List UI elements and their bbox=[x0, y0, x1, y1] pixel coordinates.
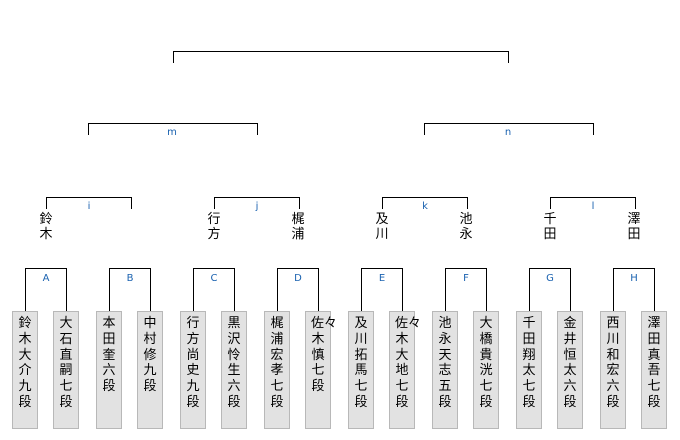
match-label-n: n bbox=[504, 127, 512, 138]
match-label-l: l bbox=[591, 201, 595, 212]
bracket-line bbox=[613, 268, 614, 311]
bracket-line bbox=[234, 268, 235, 311]
player-name: 黒沢怜生六段 bbox=[227, 316, 241, 410]
bracket-line bbox=[570, 268, 571, 311]
bracket-line bbox=[173, 51, 509, 52]
advancer-name: 及川 bbox=[375, 212, 389, 242]
player-name: 千田翔太七段 bbox=[522, 316, 536, 410]
player-box: 大橋貴洸七段 bbox=[473, 311, 499, 429]
match-label-a: A bbox=[42, 273, 50, 284]
player-box: 及川拓馬七段 bbox=[348, 311, 374, 429]
player-box: 千田翔太七段 bbox=[516, 311, 542, 429]
bracket-line bbox=[46, 197, 132, 198]
player-box: 梶浦宏孝七段 bbox=[264, 311, 290, 429]
match-label-j: j bbox=[255, 201, 259, 212]
player-box: 佐々木大地七段 bbox=[389, 311, 422, 429]
bracket-line bbox=[193, 268, 235, 269]
bracket-line bbox=[529, 268, 571, 269]
player-box: 中村 修九段 bbox=[137, 311, 170, 429]
player-box: 行方尚史九段 bbox=[180, 311, 206, 429]
player-box: 金井恒太六段 bbox=[557, 311, 583, 429]
player-name: 梶浦宏孝七段 bbox=[270, 316, 284, 410]
bracket-line bbox=[402, 268, 403, 311]
bracket-line bbox=[109, 268, 110, 311]
advancer-name: 梶浦 bbox=[291, 212, 305, 242]
player-box: 大石直嗣七段 bbox=[53, 311, 79, 429]
bracket-line bbox=[299, 197, 300, 209]
player-box: 佐々木 慎七段 bbox=[305, 311, 338, 429]
player-name: 行方尚史九段 bbox=[186, 316, 200, 410]
bracket-line bbox=[613, 268, 655, 269]
bracket-line bbox=[150, 268, 151, 311]
bracket-line bbox=[109, 268, 151, 269]
bracket-line bbox=[529, 268, 530, 311]
bracket-line bbox=[382, 197, 383, 209]
bracket-line bbox=[445, 268, 446, 311]
bracket-line bbox=[193, 268, 194, 311]
player-name: 西川和宏六段 bbox=[606, 316, 620, 410]
bracket-line bbox=[46, 197, 47, 209]
bracket-line bbox=[214, 197, 300, 198]
match-label-k: k bbox=[422, 201, 428, 212]
player-box: 鈴木大介九段 bbox=[12, 311, 38, 429]
player-name: 大橋貴洸七段 bbox=[479, 316, 493, 410]
bracket-line bbox=[550, 197, 551, 209]
advancer-name: 千田 bbox=[543, 212, 557, 242]
bracket-line bbox=[88, 123, 258, 124]
bracket-line bbox=[25, 268, 67, 269]
bracket-line bbox=[66, 268, 67, 311]
match-label-b: B bbox=[126, 273, 134, 284]
bracket-line bbox=[318, 268, 319, 311]
match-label-f: F bbox=[463, 273, 469, 284]
bracket-line bbox=[88, 123, 89, 135]
player-name: 金井恒太六段 bbox=[563, 316, 577, 410]
match-label-c: C bbox=[210, 273, 218, 284]
player-name: 本田 奎六段 bbox=[102, 316, 129, 395]
player-name: 澤田真吾七段 bbox=[647, 316, 661, 410]
bracket-line bbox=[635, 197, 636, 209]
player-name: 池永天志五段 bbox=[438, 316, 452, 410]
match-label-m: m bbox=[167, 127, 177, 138]
bracket-line bbox=[361, 268, 362, 311]
bracket-line bbox=[424, 123, 425, 135]
bracket-line bbox=[214, 197, 215, 209]
bracket-line bbox=[361, 268, 403, 269]
bracket-line bbox=[486, 268, 487, 311]
bracket-line bbox=[445, 268, 487, 269]
player-box: 西川和宏六段 bbox=[600, 311, 626, 429]
bracket-line bbox=[25, 268, 26, 311]
player-name: 佐々木大地七段 bbox=[395, 316, 422, 410]
bracket-line bbox=[593, 123, 594, 135]
bracket-line bbox=[424, 123, 594, 124]
advancer-name: 池永 bbox=[459, 212, 473, 242]
bracket-line bbox=[508, 51, 509, 63]
bracket-line bbox=[277, 268, 278, 311]
bracket-line bbox=[550, 197, 636, 198]
player-name: 及川拓馬七段 bbox=[354, 316, 368, 410]
match-label-g: G bbox=[546, 273, 554, 284]
advancer-name: 行方 bbox=[207, 212, 221, 242]
player-box: 池永天志五段 bbox=[432, 311, 458, 429]
bracket-line bbox=[467, 197, 468, 209]
match-label-i: i bbox=[87, 201, 91, 212]
player-name: 大石直嗣七段 bbox=[59, 316, 73, 410]
bracket-line bbox=[173, 51, 174, 63]
bracket-line bbox=[382, 197, 468, 198]
match-label-d: D bbox=[294, 273, 302, 284]
player-name: 鈴木大介九段 bbox=[18, 316, 32, 410]
player-name: 佐々木 慎七段 bbox=[311, 316, 338, 395]
player-box: 黒沢怜生六段 bbox=[221, 311, 247, 429]
match-label-e: E bbox=[378, 273, 386, 284]
bracket-line bbox=[131, 197, 132, 209]
bracket-line bbox=[257, 123, 258, 135]
advancer-name: 澤田 bbox=[627, 212, 641, 242]
advancer-name: 鈴木 bbox=[39, 212, 53, 242]
player-name: 中村 修九段 bbox=[143, 316, 170, 395]
player-box: 澤田真吾七段 bbox=[641, 311, 667, 429]
match-label-h: H bbox=[630, 273, 638, 284]
player-box: 本田 奎六段 bbox=[96, 311, 129, 429]
bracket-line bbox=[277, 268, 319, 269]
bracket-line bbox=[654, 268, 655, 311]
